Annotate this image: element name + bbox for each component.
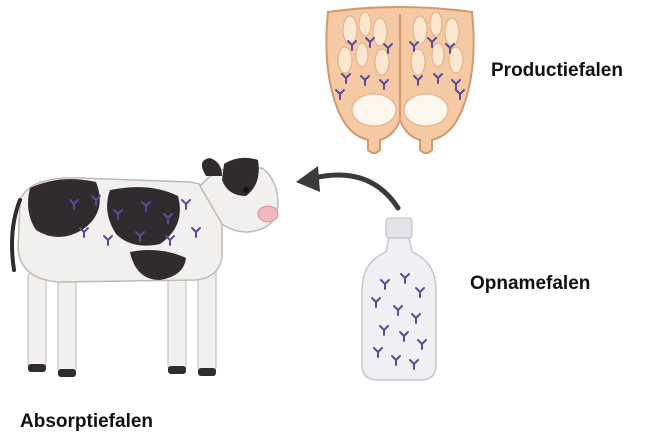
label-intake-failure: Opnamefalen <box>470 273 590 295</box>
calf-illustration <box>12 158 278 377</box>
label-absorption-failure: Absorptiefalen <box>20 411 153 433</box>
label-production-failure: Productiefalen <box>491 60 623 82</box>
curved-arrow <box>296 166 398 208</box>
udder-cross-section <box>326 7 473 153</box>
colostrum-bottle <box>362 218 436 380</box>
